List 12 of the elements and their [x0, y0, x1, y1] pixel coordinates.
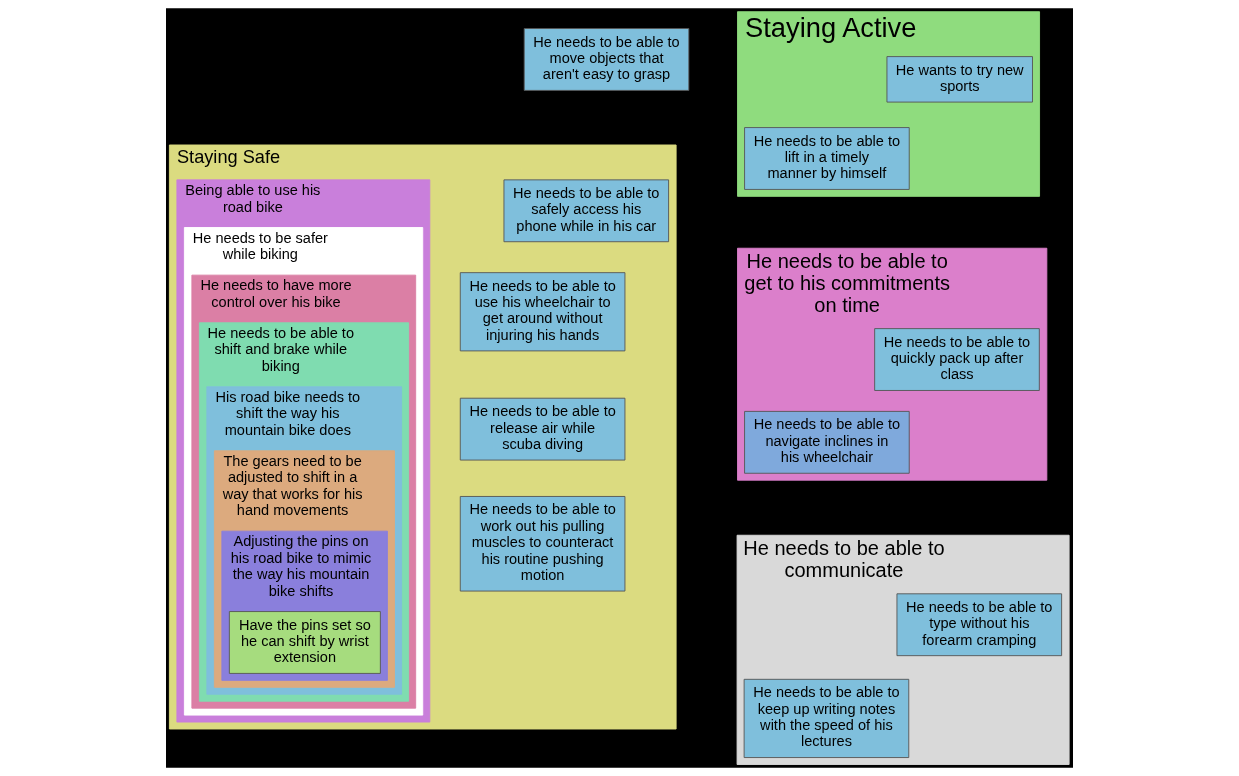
node-box: He needs to be able to move objects that aren't easy to grasp: [523, 28, 690, 91]
node-box: He needs to be able to type without his forearm cramping: [896, 593, 1063, 657]
node-box: Have the pins set so he can shift by wrist extension: [228, 611, 381, 674]
node-box: He needs to be able to use his wheelchair to get around without injuring his hands: [459, 272, 626, 352]
node-box: He needs to be able to safely access his phone while in his car: [503, 179, 670, 243]
node-box: He needs to be able to work out his pulling muscles to counteract his routine pushing motion: [459, 496, 626, 592]
node-box: He needs to be able to quickly pack up after class: [874, 328, 1040, 391]
node-box: He needs to be able to navigate inclines in his wheelchair: [744, 410, 910, 474]
node-box: He wants to try new sports: [886, 56, 1033, 103]
node-box: He needs to be able to lift in a timely manner by himself: [744, 127, 910, 190]
node-box: He needs to be able to keep up writing notes with the speed of his lectures: [743, 678, 910, 758]
node-box: He needs to be able to release air while scuba diving: [459, 397, 626, 461]
